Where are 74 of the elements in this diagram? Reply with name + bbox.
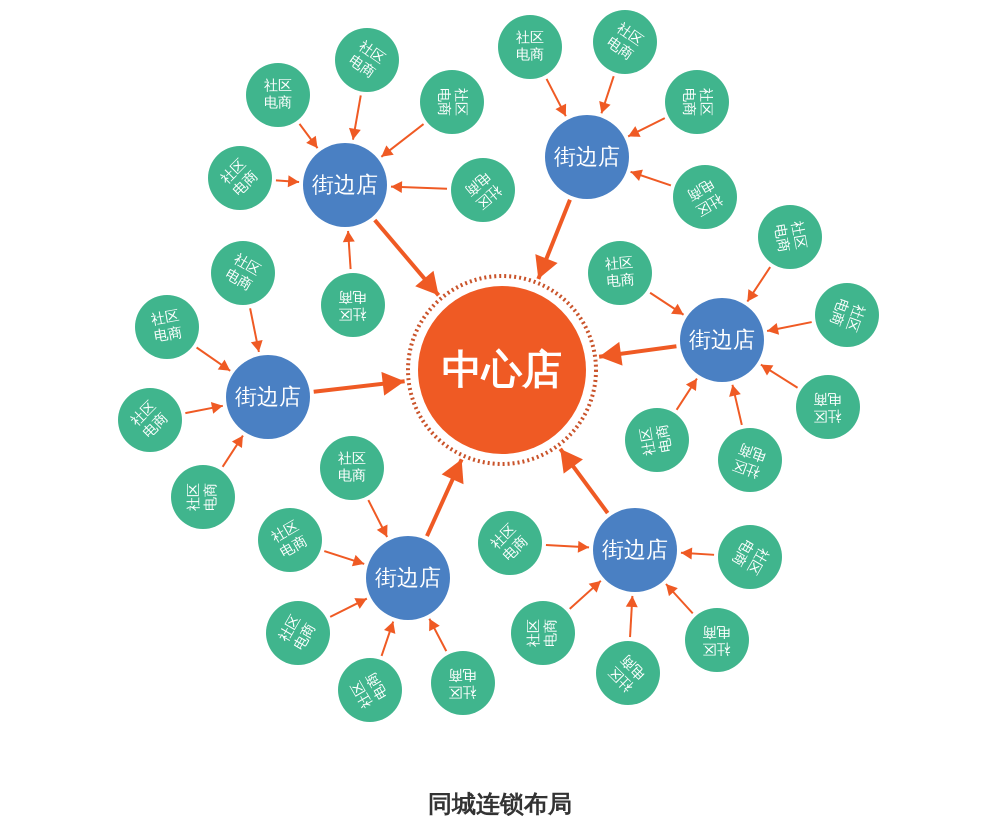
connector-arrow (626, 596, 638, 638)
connector-arrow (546, 78, 567, 117)
node-label: 社区电商 (128, 398, 172, 442)
connector-arrow (680, 547, 714, 560)
node-label: 社区电商 (606, 650, 650, 696)
node-label: 社区电商 (604, 254, 636, 292)
node-label: 社区电商 (345, 38, 389, 82)
node-label: 社区电商 (684, 175, 726, 219)
connector-arrow (630, 170, 672, 186)
node-label: 社区电商 (435, 87, 469, 117)
connector-arrow (324, 550, 365, 566)
connector-arrow (598, 342, 677, 366)
connector-arrow (380, 123, 424, 158)
connector-arrow (196, 346, 231, 372)
connector-arrow (676, 378, 698, 410)
node-label: 街边店 (689, 326, 755, 354)
connector-arrow (628, 117, 666, 138)
node-label: 社区电商 (526, 618, 560, 648)
connector-arrow (348, 95, 362, 140)
node-label: 社区电商 (276, 612, 320, 654)
connector-arrow (276, 175, 300, 188)
connector-arrow (665, 583, 694, 614)
node-label: 社区电商 (702, 623, 732, 657)
connector-arrow (569, 580, 602, 610)
node-label: 社区电商 (488, 520, 532, 566)
node-label: 社区电商 (348, 668, 392, 712)
connector-arrow (599, 76, 615, 114)
node-label: 社区电商 (826, 295, 868, 335)
connector-arrow (558, 448, 610, 514)
connector-arrow (546, 540, 590, 553)
node-label: 街边店 (554, 144, 620, 172)
connector-arrow (428, 618, 448, 652)
node-label: 社区电商 (603, 20, 647, 64)
connector-arrow (746, 266, 771, 302)
node-label: 社区电商 (222, 251, 264, 295)
node-label: 街边店 (312, 172, 378, 200)
connector-arrow (298, 123, 318, 149)
node-label: 街边店 (602, 536, 668, 564)
node-label: 街边店 (235, 384, 301, 412)
connector-arrow (390, 181, 448, 194)
connector-arrow (313, 372, 405, 396)
node-label: 社区电商 (263, 78, 293, 112)
connector-arrow (650, 292, 684, 316)
node-label: 社区电商 (338, 288, 368, 322)
diagram-caption: 同城连锁布局 (428, 789, 572, 820)
connector-arrow (222, 435, 244, 468)
node-label: 社区电商 (638, 422, 676, 458)
connector-arrow (185, 402, 224, 414)
node-label: 社区电商 (515, 30, 545, 64)
node-label: 社区电商 (448, 666, 478, 700)
connector-arrow (535, 198, 572, 280)
connector-arrow (249, 308, 263, 352)
node-label: 社区电商 (268, 518, 312, 562)
connector-arrow (342, 230, 355, 270)
node-label: 社区电商 (730, 439, 770, 481)
connector-arrow (330, 598, 368, 618)
node-label: 社区电商 (813, 390, 843, 424)
connector-arrow (373, 218, 440, 297)
node-label: 社区电商 (337, 451, 367, 485)
node-label: 社区电商 (186, 482, 220, 512)
node-label: 社区电商 (150, 308, 184, 346)
node-label: 社区电商 (728, 536, 772, 578)
node-label: 社区电商 (680, 87, 714, 117)
connector-arrow (425, 458, 464, 537)
connector-arrow (729, 384, 743, 426)
connector-arrow (766, 321, 812, 335)
connector-arrow (760, 364, 798, 389)
node-label: 社区电商 (770, 220, 810, 254)
node-label: 社区电商 (218, 156, 262, 200)
node-label: 街边店 (375, 564, 441, 592)
node-label: 社区电商 (461, 168, 506, 212)
connector-arrow (367, 500, 388, 538)
node-label: 中心店 (442, 346, 562, 395)
connector-arrow (380, 621, 396, 656)
